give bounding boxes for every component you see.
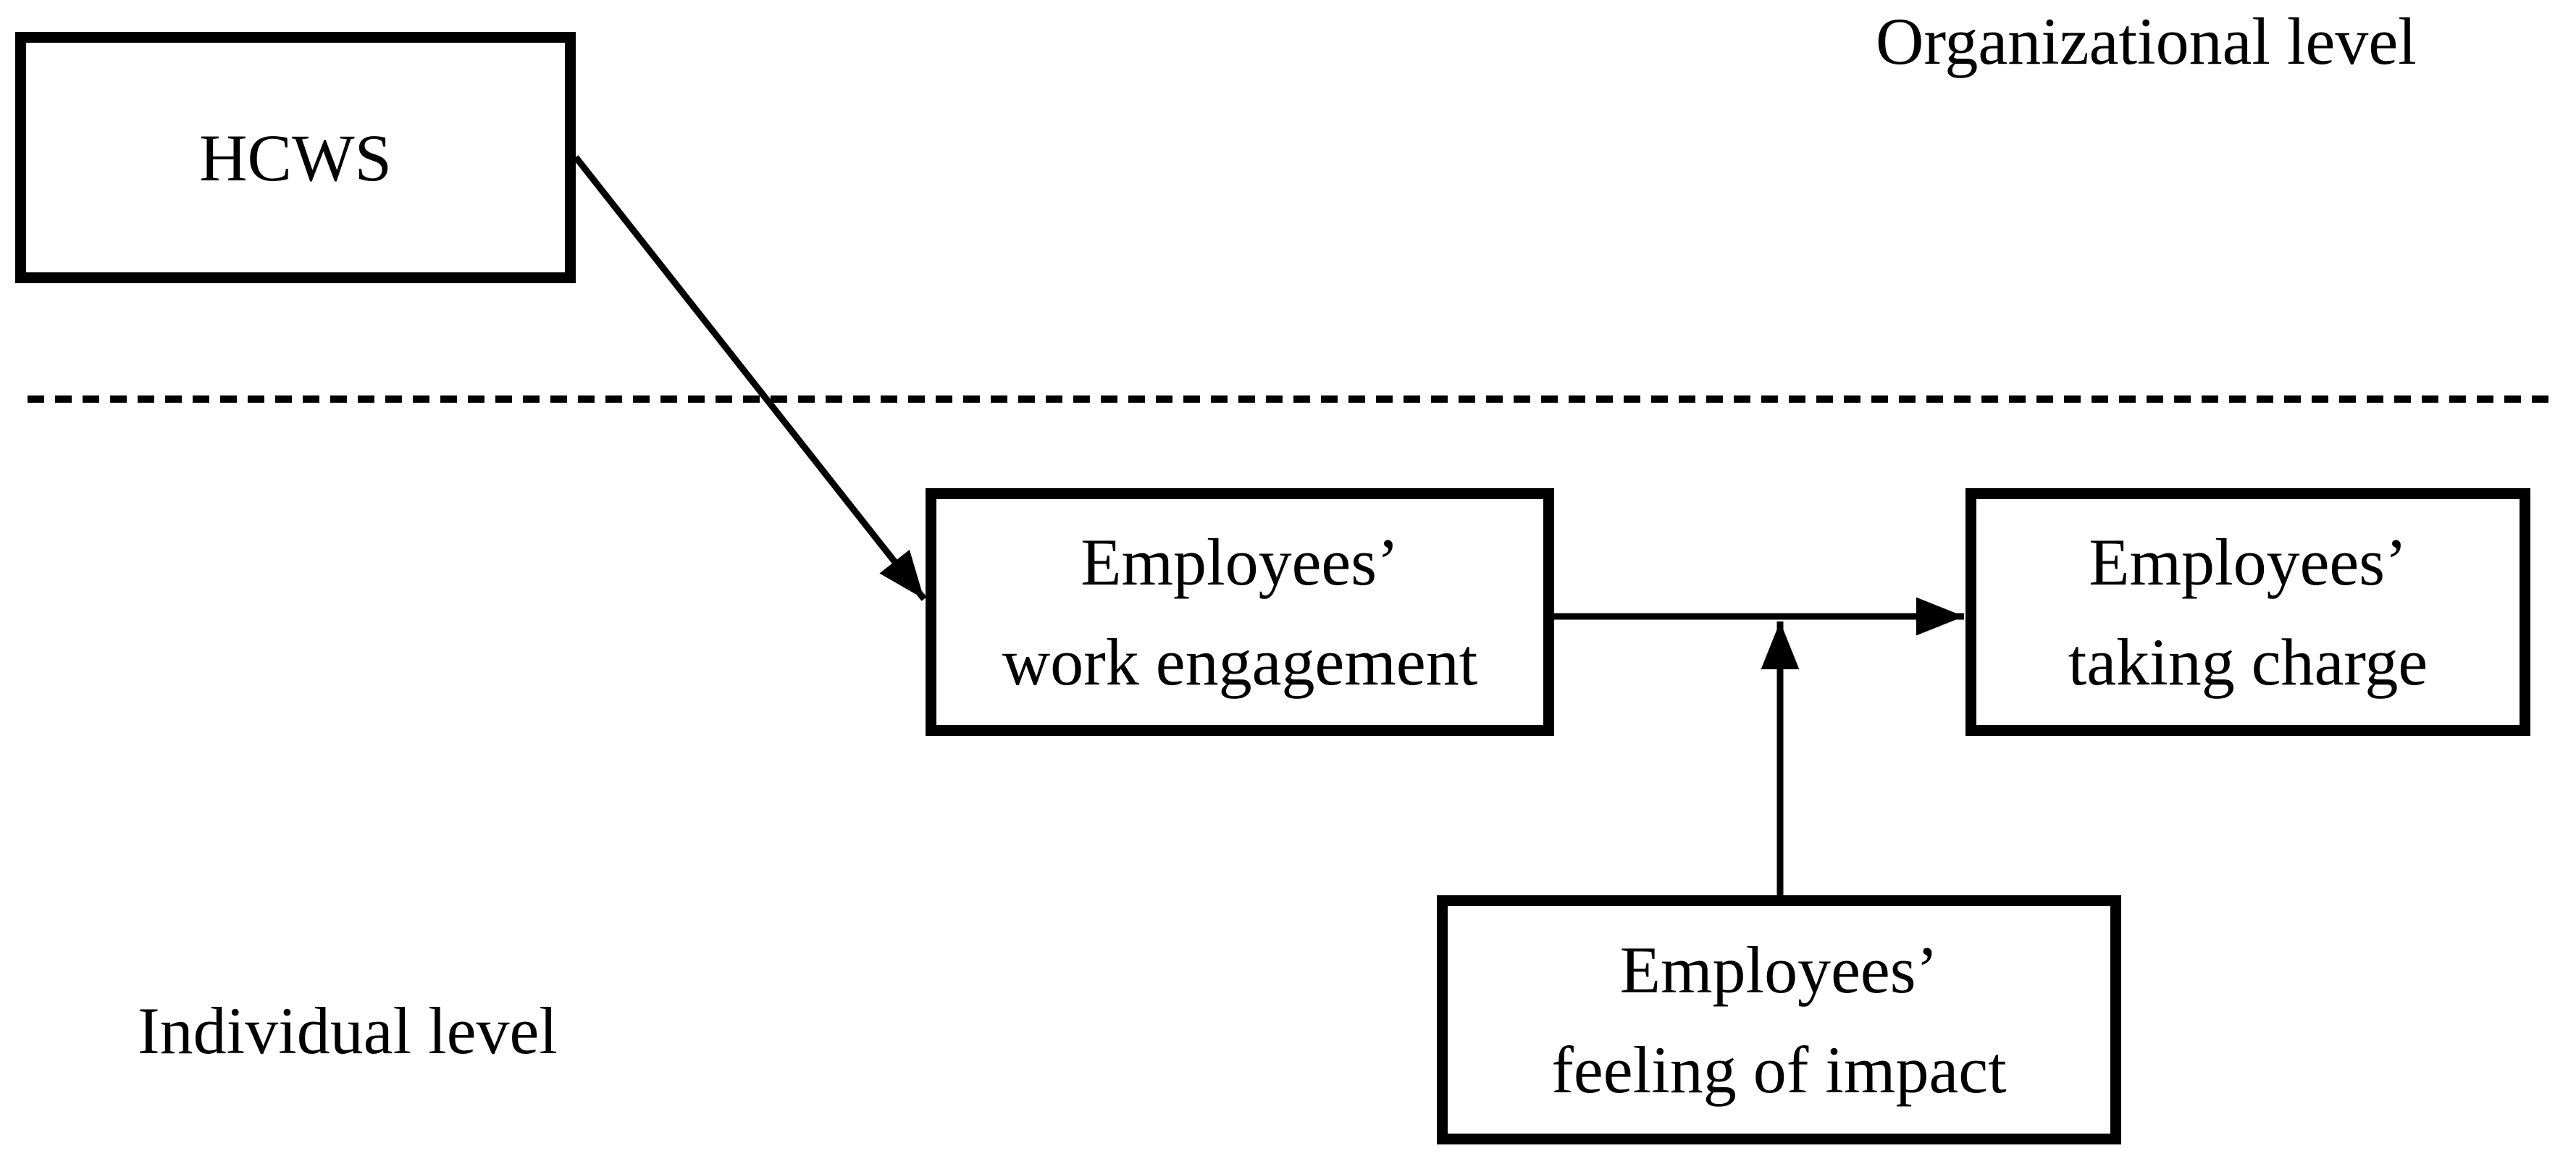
hcws-box: HCWS: [15, 32, 576, 283]
organizational-level-label: Organizational level: [1876, 4, 2417, 78]
individual-level-label: Individual level: [138, 994, 558, 1068]
feeling-of-impact-label-line1: Employees’: [1619, 933, 1939, 1007]
arrow-hcws-to-work-engagement: [573, 155, 927, 601]
work-engagement-label-line1: Employees’: [1081, 525, 1399, 599]
work-engagement-label-line2: work engagement: [1002, 625, 1478, 699]
hcws-label: HCWS: [199, 120, 392, 195]
feeling-of-impact-label-line2: feeling of impact: [1551, 1033, 2007, 1107]
taking-charge-label-line2: taking charge: [2068, 625, 2428, 699]
taking-charge-label-line1: Employees’: [2089, 525, 2407, 599]
feeling-of-impact-box: Employees’ feeling of impact: [1437, 895, 2121, 1144]
taking-charge-box: Employees’ taking charge: [1965, 488, 2530, 736]
work-engagement-box: Employees’ work engagement: [926, 488, 1554, 736]
